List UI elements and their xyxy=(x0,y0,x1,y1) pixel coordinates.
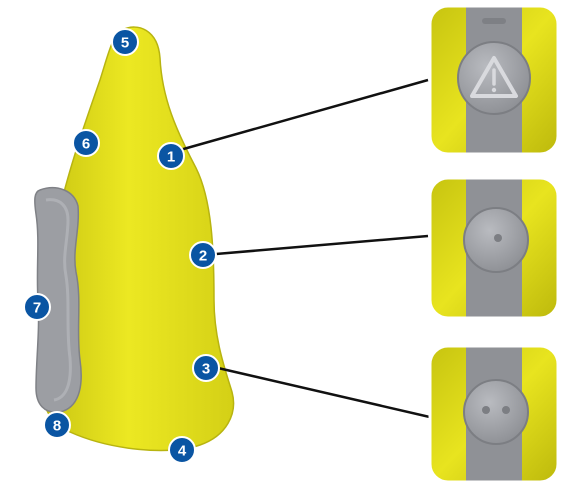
callout-badge-6: 6 xyxy=(73,130,99,156)
svg-text:4: 4 xyxy=(178,443,187,460)
svg-text:3: 3 xyxy=(202,361,210,378)
callout-badge-7: 7 xyxy=(24,294,50,320)
single-dot-button-icon xyxy=(494,234,502,242)
svg-text:2: 2 xyxy=(199,248,207,265)
device-body xyxy=(35,27,234,450)
svg-text:1: 1 xyxy=(167,149,175,166)
callout-badge-5: 5 xyxy=(112,29,138,55)
callout-badge-1: 1 xyxy=(158,143,184,169)
callout-badge-2: 2 xyxy=(190,242,216,268)
svg-text:7: 7 xyxy=(33,300,41,317)
callout-badge-3: 3 xyxy=(193,355,219,381)
leader-line-2 xyxy=(216,236,428,254)
svg-text:8: 8 xyxy=(53,418,61,435)
leader-line-1 xyxy=(180,80,428,150)
svg-text:6: 6 xyxy=(82,136,90,153)
zoom-panel-middle xyxy=(430,170,558,330)
svg-text:5: 5 xyxy=(121,35,129,52)
zoom-panel-bottom xyxy=(430,340,558,487)
callout-badge-8: 8 xyxy=(44,412,70,438)
zoom-panel-top xyxy=(430,0,558,160)
callout-badge-4: 4 xyxy=(169,437,195,463)
leader-line-3 xyxy=(218,368,434,418)
